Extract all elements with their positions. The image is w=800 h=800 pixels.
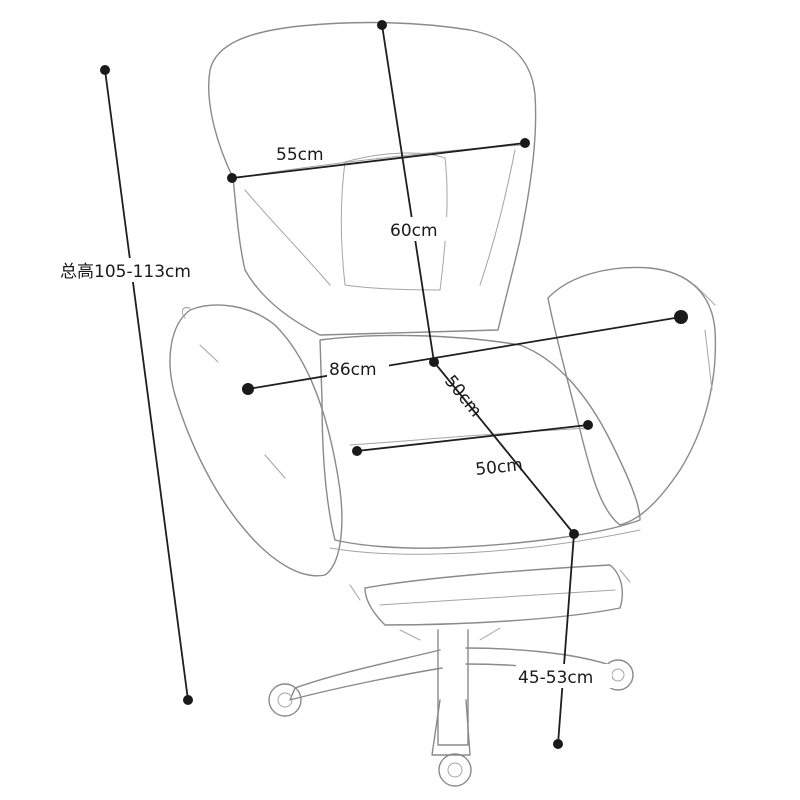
total-height-label-bg	[58, 258, 221, 282]
backrest-side-seam-left	[244, 189, 331, 286]
seat-edge	[329, 529, 641, 555]
backrest-side-seam-right	[479, 149, 516, 286]
right-armrest	[547, 266, 717, 526]
base-spoke-back	[399, 627, 501, 641]
caster-front-hub	[447, 762, 463, 778]
dim-seat-depth-line	[433, 361, 575, 535]
backrest-width-label: 55cm	[276, 145, 324, 165]
lumbar-pillow	[340, 152, 448, 291]
dim-backrest-width-dot-left	[227, 173, 237, 183]
backrest-outline	[208, 21, 537, 336]
total-height-label: 总高105-113cm	[60, 262, 191, 282]
footrest-seam	[379, 589, 616, 606]
dimension-labels: 总高105-113cm 55cm 60cm 86cm 50cm 50cm 45-…	[58, 145, 612, 688]
seat-depth-label: 50cm	[440, 372, 485, 422]
dim-backrest-height-line	[381, 24, 435, 363]
seat-height-label-bg	[516, 664, 612, 688]
left-armrest-strap	[199, 344, 286, 479]
overall-width-label-bg	[327, 356, 389, 380]
footrest-arm	[349, 569, 631, 601]
gas-lift	[437, 629, 469, 746]
dim-backrest-height-dot-top	[377, 20, 387, 30]
dim-backrest-width-dot-right	[520, 138, 530, 148]
base-spoke-left	[289, 649, 443, 701]
caster-left-hub	[277, 692, 293, 708]
overall-width-label: 86cm	[329, 360, 377, 380]
left-armrest	[169, 304, 343, 577]
dim-total-height-dot-top	[100, 65, 110, 75]
seat-width-label: 50cm	[474, 455, 523, 480]
dim-seat-width-line	[356, 424, 589, 452]
chair-outline	[169, 21, 717, 787]
seat-height-label: 45-53cm	[518, 668, 593, 688]
dimension-lines	[100, 20, 688, 749]
right-armrest-strap	[694, 284, 716, 391]
caster-left	[268, 683, 302, 717]
dim-seat-width-dot-left	[352, 446, 362, 456]
dim-seat-width-dot-right	[583, 420, 593, 430]
caster-front	[438, 753, 472, 787]
dim-total-height-dot-bottom	[183, 695, 193, 705]
backrest-height-label-bg	[388, 217, 450, 241]
seat-front-seam	[349, 427, 591, 446]
dim-overall-width-dot-left	[242, 383, 254, 395]
dim-total-height-line	[104, 69, 189, 701]
left-armrest-tab	[181, 307, 191, 319]
backrest-height-label: 60cm	[390, 221, 438, 241]
seat-cushion	[319, 334, 641, 549]
footrest	[364, 564, 623, 626]
dim-overall-width-dot-right	[674, 310, 688, 324]
dim-seat-height-dot	[553, 739, 563, 749]
dim-seat-height-line	[557, 533, 575, 745]
dim-overall-width-line	[247, 316, 682, 390]
caster-right-hub	[611, 668, 625, 682]
dim-backrest-width-line	[231, 142, 526, 179]
